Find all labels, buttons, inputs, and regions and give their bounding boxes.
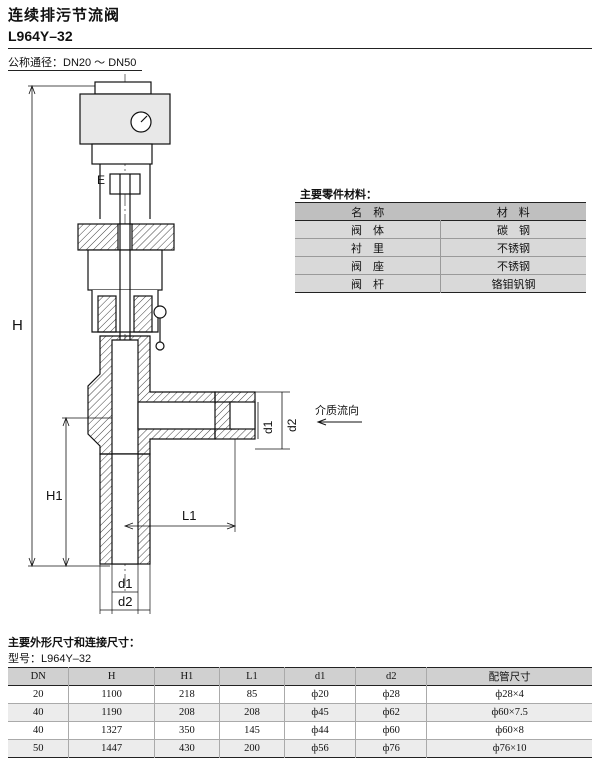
header-dn: DN <box>8 667 70 686</box>
cell-h: 1100 <box>68 685 155 704</box>
cell-d1: ф20 <box>284 685 357 704</box>
label-l1: L1 <box>182 508 196 523</box>
part-name: 衬 里 <box>295 238 441 257</box>
header-pipe-size: 配管尺寸 <box>488 672 531 683</box>
header-d2: d2 <box>355 667 428 686</box>
cell-d2: ф28 <box>355 685 428 704</box>
nominal-label: 公称通径： <box>8 56 63 69</box>
header-l1: L1 <box>219 667 286 686</box>
dimensions-model-value: L964Y–32 <box>41 653 92 665</box>
nominal-diameter: 公称通径：DN20 ～ DN50 <box>8 54 136 70</box>
part-material: 不锈钢 <box>497 259 530 273</box>
dimension-l1: L1 <box>123 439 237 532</box>
valve-body <box>87 335 256 565</box>
dimension-h: H <box>12 84 110 568</box>
cell-d1: ф45 <box>284 703 357 722</box>
flow-direction: 介质流向 <box>315 403 362 426</box>
table-row: 50 1447 430 200 ф56 ф76 ф76×10 <box>8 739 592 758</box>
nominal-underline <box>8 70 142 71</box>
cell-h: 1190 <box>68 703 155 722</box>
table-row: 40 1190 208 208 ф45 ф62 ф60×7.5 <box>8 703 592 722</box>
part-material: 不锈钢 <box>497 241 530 255</box>
materials-row: 衬 里 不锈钢 <box>295 238 586 257</box>
header-divider <box>8 48 592 49</box>
nominal-value: DN20 ～ DN50 <box>63 57 137 69</box>
model-number: L964Y–32 <box>8 28 73 44</box>
label-d2-side: d2 <box>285 418 299 432</box>
dimensions-table: DN H H1 L1 d1 d2 配管尺寸 20 1100 218 85 ф20… <box>8 667 592 758</box>
cell-pipe-size: ф60×8 <box>495 725 524 736</box>
label-d2-bottom: d2 <box>118 594 132 609</box>
materials-header-name: 名 称 <box>351 205 385 219</box>
label-flow: 介质流向 <box>315 403 359 417</box>
cell-pipe-size: ф76×10 <box>492 743 527 754</box>
part-material: 碳 钢 <box>497 223 530 237</box>
actuator-head: E <box>79 81 171 219</box>
cell-dn: 20 <box>8 685 70 704</box>
label-e: E <box>97 173 105 187</box>
dimensions-header-row: DN H H1 L1 d1 d2 配管尺寸 <box>8 667 592 686</box>
cell-dn: 40 <box>8 721 70 740</box>
materials-row: 阀 杆 铬钼钒钢 <box>295 274 586 293</box>
cell-d2: ф62 <box>355 703 428 722</box>
cell-d2: ф60 <box>355 721 428 740</box>
header-h: H <box>68 667 155 686</box>
cell-h1: 350 <box>154 721 220 740</box>
header-h1: H1 <box>154 667 220 686</box>
dimensions-model: 型号：L964Y–32 <box>8 650 91 666</box>
cell-d2: ф76 <box>355 739 428 758</box>
cell-pipe-size: ф28×4 <box>495 689 524 700</box>
page-title: 连续排污节流阀 <box>8 6 121 24</box>
label-d1-side: d1 <box>261 420 275 434</box>
dimensions-title: 主要外形尺寸和连接尺寸： <box>8 636 140 649</box>
cell-l1: 85 <box>219 685 286 704</box>
gland-assembly <box>77 223 175 351</box>
part-material: 铬钼钒钢 <box>491 277 536 291</box>
label-h1: H1 <box>46 488 63 503</box>
materials-header-row: 名 称 材 料 <box>295 202 586 221</box>
cell-dn: 50 <box>8 739 70 758</box>
cell-d1: ф56 <box>284 739 357 758</box>
label-h: H <box>12 317 23 334</box>
materials-table: 名 称 材 料 阀 体 碳 钢 衬 里 不锈钢 阀 座 不锈钢 阀 杆 铬钼钒钢 <box>295 202 586 293</box>
part-name: 阀 座 <box>295 256 441 275</box>
cell-dn: 40 <box>8 703 70 722</box>
cell-h1: 208 <box>154 703 220 722</box>
label-d1-bottom: d1 <box>118 576 132 591</box>
cell-pipe-size: ф60×7.5 <box>491 707 528 718</box>
valve-drawing: H H1 E <box>12 74 362 614</box>
part-name: 阀 杆 <box>295 274 441 293</box>
dimension-h1: H1 <box>46 416 125 568</box>
materials-header-material: 材 料 <box>496 205 530 219</box>
cell-h1: 430 <box>154 739 220 758</box>
dimensions-model-label: 型号： <box>8 652 41 665</box>
cell-l1: 200 <box>219 739 286 758</box>
cell-d1: ф44 <box>284 721 357 740</box>
materials-row: 阀 体 碳 钢 <box>295 220 586 239</box>
table-row: 40 1327 350 145 ф44 ф60 ф60×8 <box>8 721 592 740</box>
cell-l1: 208 <box>219 703 286 722</box>
cell-l1: 145 <box>219 721 286 740</box>
cell-h1: 218 <box>154 685 220 704</box>
dimension-side-d: d1 d2 <box>255 391 299 450</box>
materials-row: 阀 座 不锈钢 <box>295 256 586 275</box>
table-row: 20 1100 218 85 ф20 ф28 ф28×4 <box>8 685 592 704</box>
cell-h: 1327 <box>68 721 155 740</box>
cell-h: 1447 <box>68 739 155 758</box>
header-d1: d1 <box>284 667 357 686</box>
dimension-bottom-d: d1 d2 <box>99 564 151 614</box>
part-name: 阀 体 <box>295 220 441 239</box>
materials-title: 主要零件材料： <box>300 188 377 201</box>
